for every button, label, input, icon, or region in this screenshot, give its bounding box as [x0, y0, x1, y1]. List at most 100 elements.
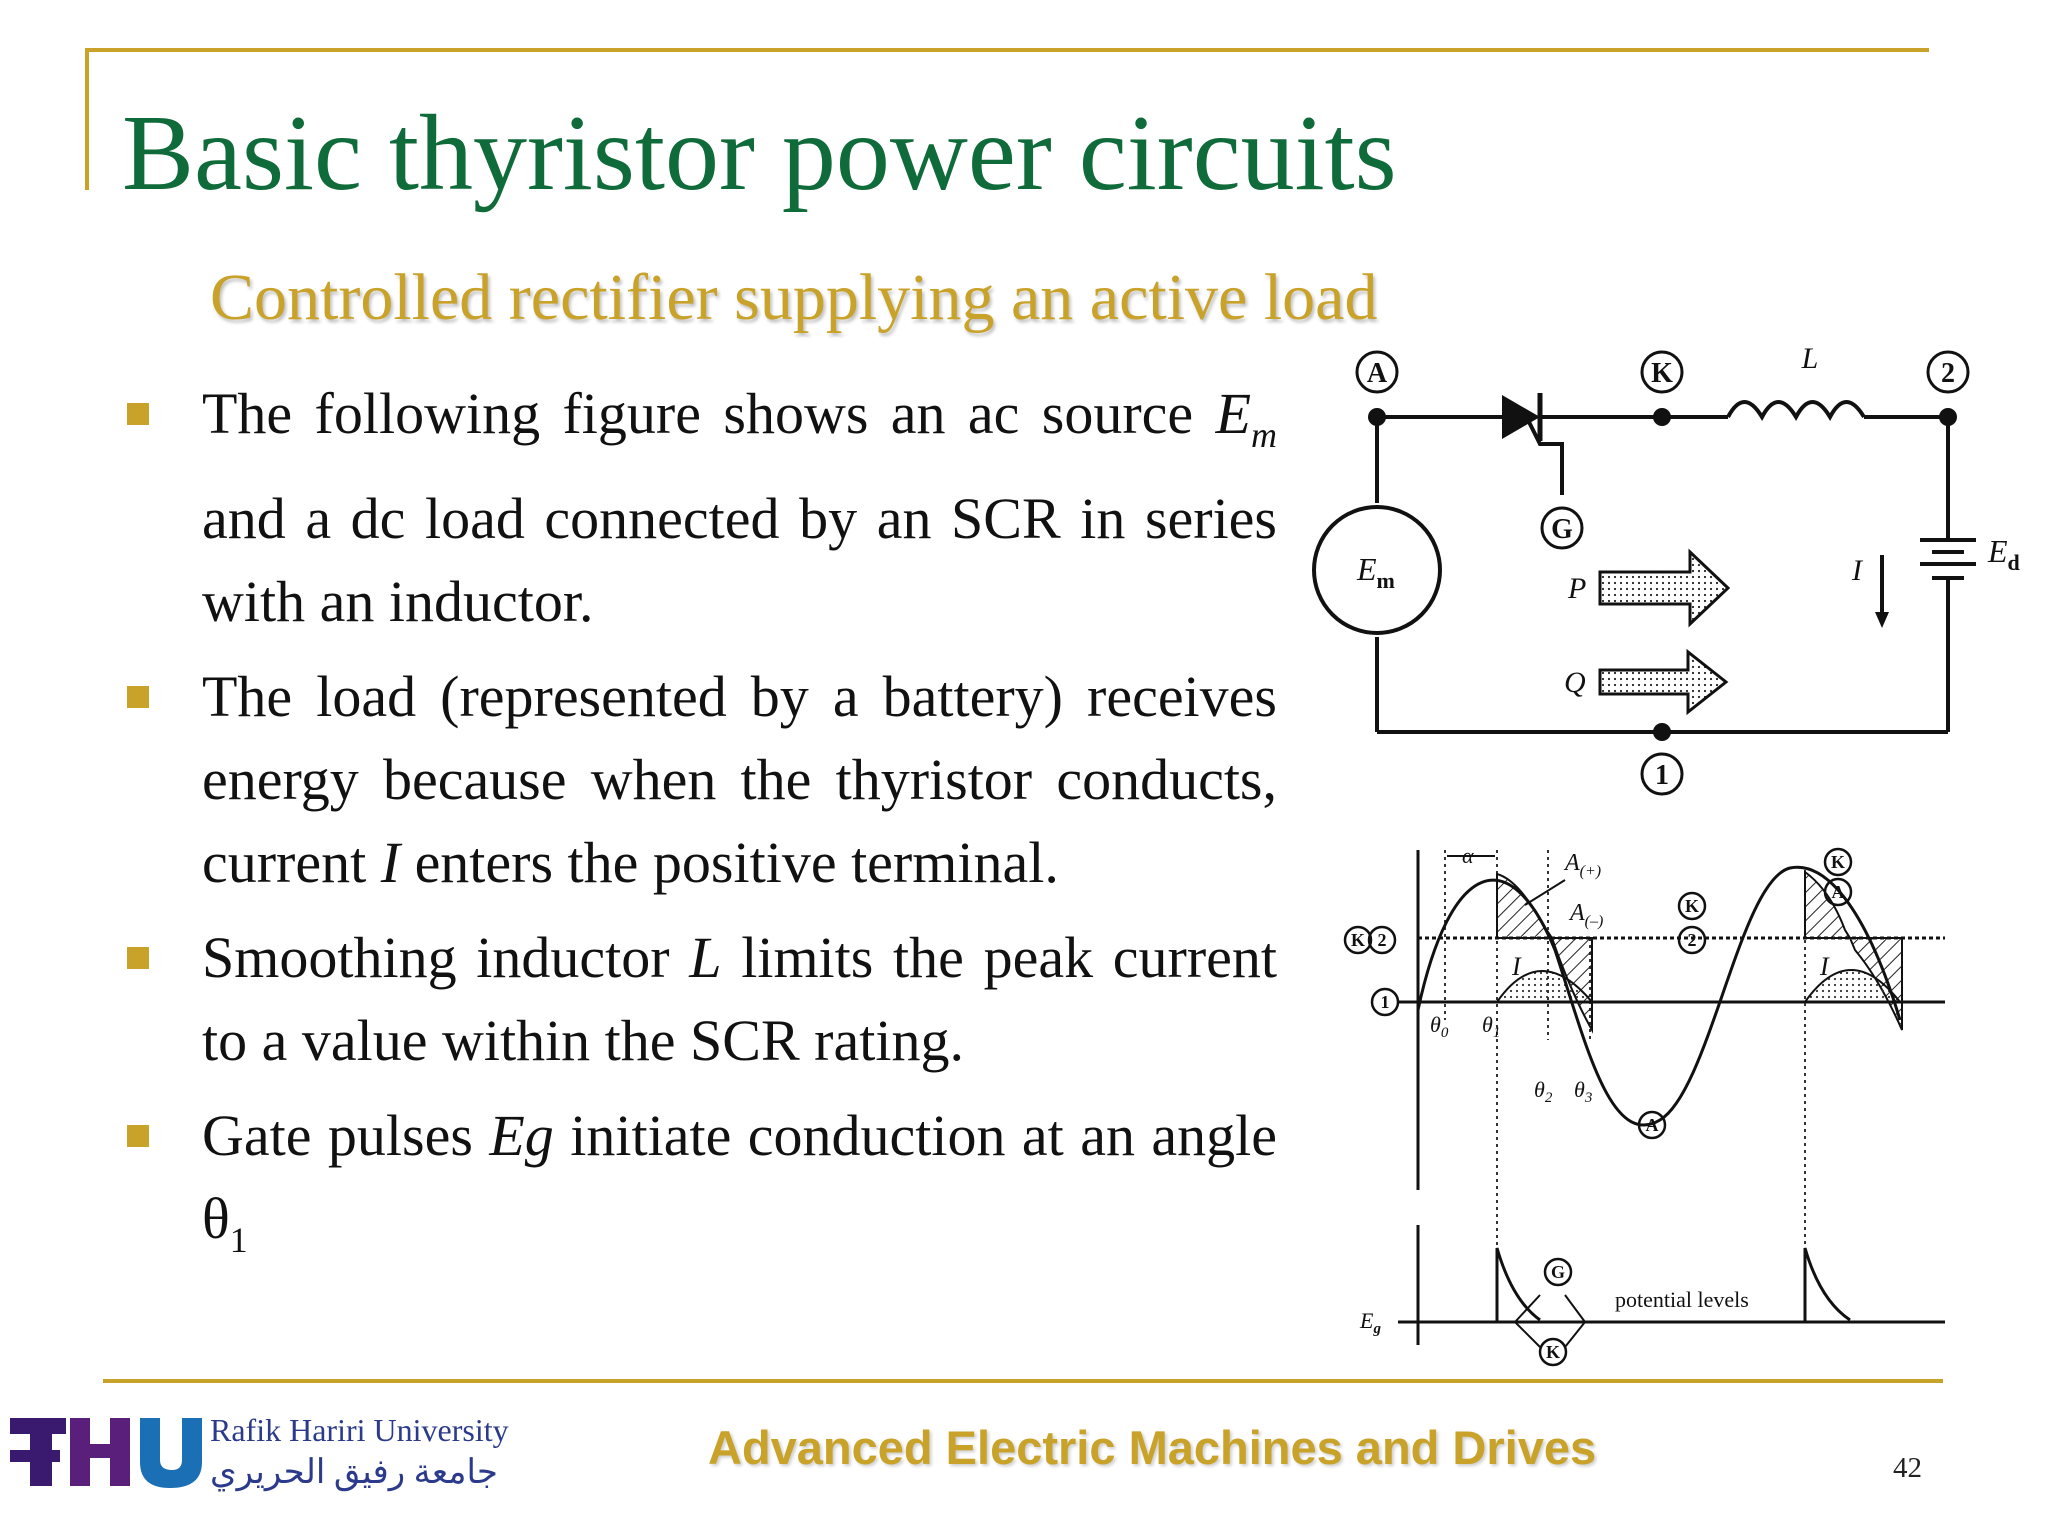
potential-bracket	[1514, 1294, 1586, 1348]
thyristor-symbol	[1502, 395, 1540, 439]
source-subscript: m	[1377, 568, 1395, 593]
current-arrowhead	[1875, 612, 1889, 628]
two-marker-left	[1367, 925, 1397, 955]
k-label-mid: K	[1685, 896, 1699, 916]
current-label: I	[1851, 554, 1864, 587]
node-1-circle	[1640, 752, 1684, 796]
theta2-subscript: 2	[1545, 1090, 1553, 1106]
bullet-marker	[127, 1125, 149, 1147]
bullet-variable: I	[380, 830, 401, 895]
top-rule	[85, 48, 1929, 52]
university-name-en: Rafik Hariri University	[210, 1412, 509, 1448]
power-p-arrow	[1598, 548, 1731, 628]
power-p-label: P	[1567, 572, 1586, 605]
current-area-2	[1803, 969, 1903, 1003]
battery-subscript: d	[2008, 550, 2020, 575]
two-marker-mid	[1677, 925, 1707, 955]
bullet-marker	[127, 403, 149, 425]
gate-pulse-1	[1495, 1247, 1541, 1322]
bullet-text: The load (represented by a battery) rece…	[202, 664, 1277, 895]
waveform-diagram: α A(+) A(–) I I θ0 θ1 θ2 θ3 K 2 1 K 2 A …	[1343, 843, 1945, 1367]
k-label-left: K	[1351, 930, 1365, 950]
rhu-logo	[10, 1418, 202, 1488]
bullet-item: The load (represented by a battery) rece…	[122, 655, 1277, 904]
a-plus-pointer	[1524, 879, 1566, 906]
g-label-pulse: G	[1551, 1262, 1565, 1282]
k-marker-right	[1823, 847, 1853, 877]
theta1-symbol: θ	[1482, 1012, 1493, 1037]
a-plus-label: A(+)	[1563, 850, 1601, 880]
source-label: Em	[1356, 551, 1395, 593]
alpha-label: α	[1462, 843, 1474, 868]
node-dot	[1653, 723, 1671, 741]
bullet-item: The following figure shows an ac source …	[122, 372, 1277, 643]
theta0-symbol: θ	[1430, 1012, 1441, 1037]
k-marker-left	[1343, 925, 1373, 955]
inductor-label: L	[1801, 342, 1819, 375]
potential-levels-label: potential levels	[1615, 1287, 1749, 1312]
gate-label: G	[1551, 514, 1573, 545]
bullet-variable: Eg	[489, 1103, 554, 1168]
a-minus-label: A(–)	[1568, 900, 1603, 930]
two-label-mid: 2	[1688, 930, 1697, 950]
bullet-subscript: 1	[229, 1220, 248, 1260]
bullet-marker	[127, 947, 149, 969]
bullet-text: The following figure shows an ac source	[202, 381, 1216, 446]
bullet-text: Smoothing inductor	[202, 925, 690, 990]
eg-label: Eg	[1359, 1308, 1381, 1337]
k-label-right: K	[1831, 852, 1845, 872]
power-q-arrow	[1598, 648, 1729, 716]
a-plus-symbol: A	[1563, 850, 1580, 876]
slide-title: Basic thyristor power circuits	[122, 94, 1397, 213]
university-name-ar: جامعة رفيق الحريري	[210, 1454, 498, 1491]
power-q-label: Q	[1564, 666, 1586, 699]
a-marker-bottom	[1637, 1110, 1667, 1140]
slide-subtitle: Controlled rectifier supplying an active…	[210, 261, 1378, 334]
k-marker-mid	[1677, 891, 1707, 921]
node-dot	[1939, 408, 1957, 426]
theta3-label: θ3	[1574, 1077, 1592, 1106]
left-rule	[85, 48, 89, 190]
bullet-text: enters the positive terminal.	[400, 830, 1059, 895]
bullet-list: The following figure shows an ac source …	[122, 372, 1277, 1294]
theta2-label: θ2	[1534, 1077, 1553, 1106]
bullet-item: Gate pulses Eg initiate conduction at an…	[122, 1094, 1277, 1282]
bullet-text: limits the peak current to a value withi…	[202, 925, 1277, 1073]
theta1-subscript: 1	[1493, 1025, 1501, 1041]
source-symbol: E	[1356, 551, 1377, 587]
battery-symbol: E	[1987, 533, 2008, 569]
theta2-symbol: θ	[1534, 1077, 1545, 1102]
theta0-label: θ0	[1430, 1012, 1449, 1041]
bullet-text: Gate pulses	[202, 1103, 490, 1168]
bullet-marker	[127, 686, 149, 708]
g-marker-pulse	[1543, 1257, 1573, 1287]
eg-symbol: E	[1359, 1308, 1374, 1333]
bullet-variable-subscript: m	[1251, 415, 1277, 455]
one-label-left: 1	[1381, 992, 1390, 1012]
bullet-variable: L	[689, 925, 722, 990]
inductor-coil	[1726, 400, 1866, 422]
area-positive-2	[1804, 870, 1852, 939]
a-minus-symbol: A	[1568, 900, 1585, 926]
gate-lead	[1526, 419, 1564, 495]
theta1-label: θ1	[1482, 1012, 1500, 1041]
node-a-circle	[1355, 350, 1399, 394]
eg-subscript: g	[1372, 1321, 1381, 1337]
theta3-symbol: θ	[1574, 1077, 1585, 1102]
course-title: Advanced Electric Machines and Drives	[708, 1421, 1597, 1474]
node-2-circle	[1926, 350, 1970, 394]
k-label-pulse: K	[1546, 1342, 1560, 1362]
gate-pulse-2	[1803, 1247, 1851, 1322]
theta3-subscript: 3	[1584, 1090, 1593, 1106]
current-label: I	[1511, 952, 1522, 981]
ac-source	[1312, 505, 1442, 635]
k-marker-pulse	[1538, 1337, 1568, 1367]
bullet-item: Smoothing inductor L limits the peak cur…	[122, 916, 1277, 1082]
node-1-label: 1	[1655, 760, 1669, 791]
a-marker-right	[1823, 877, 1853, 907]
gate-g-circle	[1540, 506, 1584, 550]
one-marker-left	[1370, 987, 1400, 1017]
bullet-text: and a dc load connected by an SCR in ser…	[202, 486, 1277, 634]
node-dot	[1368, 408, 1386, 426]
a-plus-subscript: (+)	[1580, 863, 1601, 880]
